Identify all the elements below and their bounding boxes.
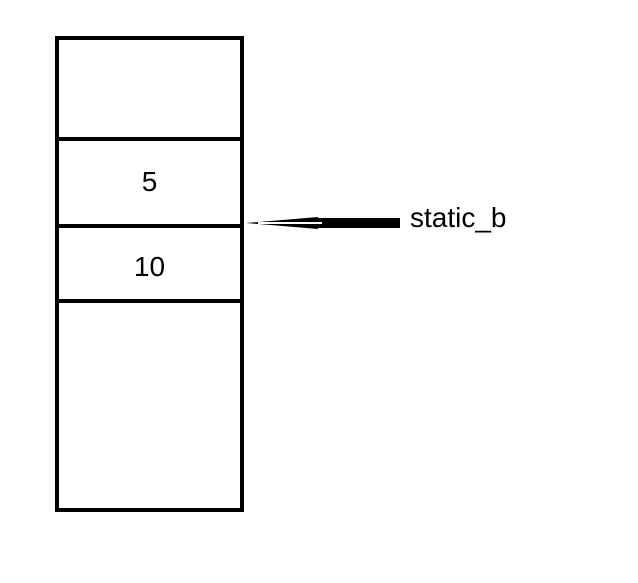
cell-divider: [59, 137, 240, 141]
cell-divider: [59, 224, 240, 228]
cell-value-10: 10: [133, 251, 166, 282]
pointer-label: static_b: [410, 202, 507, 233]
cell-value-5: 5: [141, 166, 158, 197]
memory-stack: 5 10: [55, 36, 244, 512]
cell-divider: [59, 299, 240, 303]
pointer-arrow-tail: [316, 218, 400, 228]
